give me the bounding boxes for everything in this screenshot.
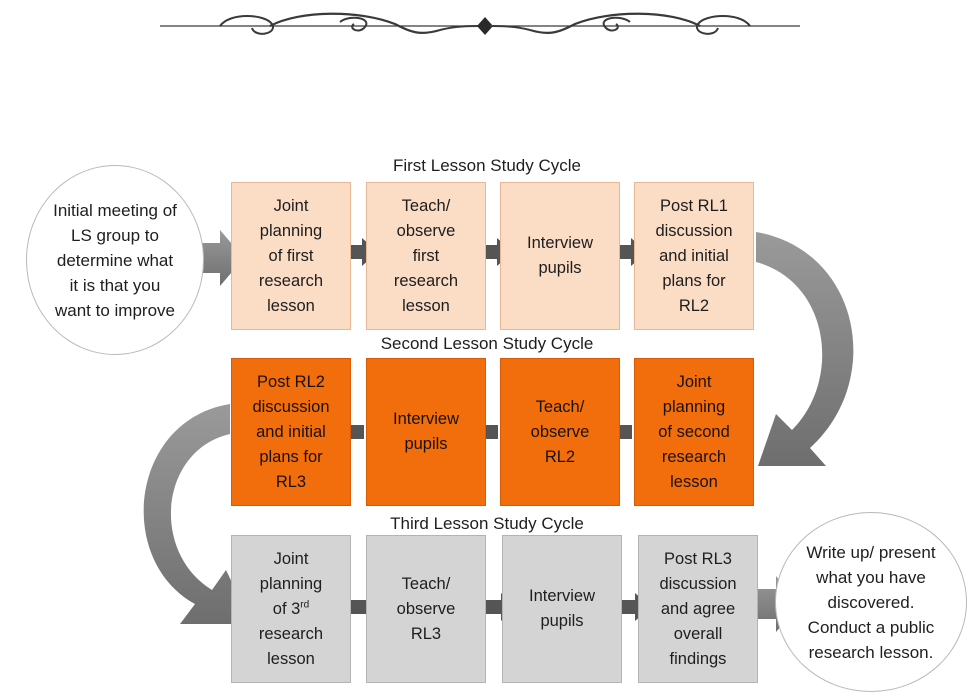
cycle3-title: Third Lesson Study Cycle [390, 514, 584, 533]
cycle3-step1-line5: lesson [267, 649, 315, 668]
cycle3-step1-superscript: rd [300, 599, 310, 610]
cycle1-step1: Joint planning of first research lesson [231, 182, 351, 330]
cycle3-step1-text: Joint planning of 3rd research lesson [259, 547, 323, 672]
cycle2-title: Second Lesson Study Cycle [380, 334, 594, 353]
cycle2-step-planning-text: Joint planning of second research lesson [658, 372, 730, 491]
cycle3-step1-line1: Joint [273, 549, 309, 568]
cycle3-step1-line4: research [258, 624, 324, 643]
cycle3-step4-text: Post RL3 discussion and agree overall fi… [659, 549, 737, 668]
cycle2-step-teach: Teach/ observe RL2 [500, 358, 620, 506]
cycle3-step3-text: Interview pupils [528, 587, 596, 630]
cycle1-step3: Interview pupils [500, 182, 620, 330]
start-circle-text: Initial meeting of LS group to determine… [53, 200, 177, 320]
cycle2-step-interview: Interview pupils [366, 358, 486, 506]
cycle3-step1-line3: of 3rd [272, 599, 310, 618]
end-circle: Write up/ present what you have discover… [775, 512, 967, 692]
cycle3-step4: Post RL3 discussion and agree overall fi… [638, 535, 758, 683]
cycle2-step-post-rl2: Post RL2 discussion and initial plans fo… [231, 358, 351, 506]
cycle1-step2-text: Teach/ observe first research lesson [393, 196, 459, 315]
cycle2-step-planning: Joint planning of second research lesson [634, 358, 754, 506]
cycle3-step1-line2: planning [259, 574, 323, 593]
cycle1-step3-text: Interview pupils [526, 234, 594, 277]
cycle2-step-interview-text: Interview pupils [392, 410, 460, 453]
cycle3-step2-text: Teach/ observe RL3 [396, 574, 456, 643]
start-circle: Initial meeting of LS group to determine… [26, 165, 204, 355]
cycle1-step4-text: Post RL1 discussion and initial plans fo… [655, 196, 733, 315]
cycle2-step-post-rl2-text: Post RL2 discussion and initial plans fo… [252, 372, 330, 491]
cycle1-step2: Teach/ observe first research lesson [366, 182, 486, 330]
cycle1-step4: Post RL1 discussion and initial plans fo… [634, 182, 754, 330]
ornamental-divider [160, 12, 800, 35]
cycle3-step2: Teach/ observe RL3 [366, 535, 486, 683]
cycle1-title: First Lesson Study Cycle [392, 156, 581, 175]
cycle3-step3: Interview pupils [502, 535, 622, 683]
end-circle-text: Write up/ present what you have discover… [806, 542, 936, 662]
cycle3-step1: Joint planning of 3rd research lesson [231, 535, 351, 683]
cycle1-step1-text: Joint planning of first research lesson [258, 196, 324, 315]
cycle2-step-teach-text: Teach/ observe RL2 [530, 397, 590, 466]
